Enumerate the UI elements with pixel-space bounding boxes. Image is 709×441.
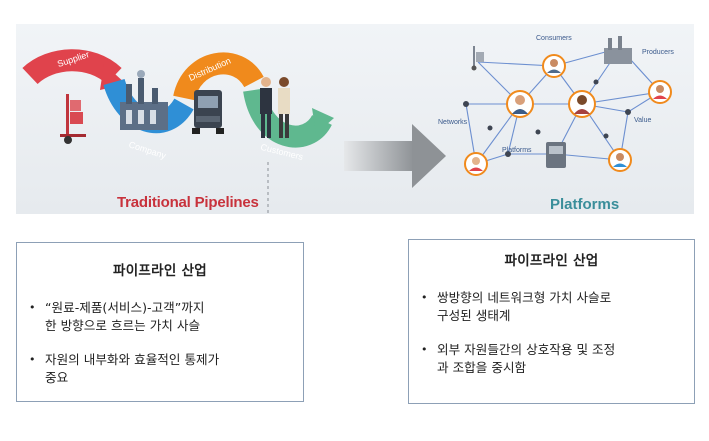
node-label-consumers: Consumers [536,35,572,42]
platform-description-box: 파이프라인 산업 쌍방향의 네트워크형 가치 사슬로 구성된 생태계 외부 자원… [408,239,695,404]
person-avatar-icon [648,80,672,104]
pipeline-bullet-list: “원료-제품(서비스)-고객”까지 한 방향으로 흐르는 가치 사슬 자원의 내… [17,299,303,387]
node-label-networks: Networks [438,119,468,126]
list-item: “원료-제품(서비스)-고객”까지 한 방향으로 흐르는 가치 사슬 [17,299,303,335]
distribution-arc [173,52,264,102]
truck-icon [546,142,566,168]
person-avatar-icon [542,54,566,78]
platform-box-title: 파이프라인 산업 [504,253,599,269]
person-avatar-icon [568,90,596,118]
list-item: 자원의 내부화와 효율적인 통제가 중요 [17,351,303,387]
person-avatar-icon [608,148,632,172]
person-avatar-icon [464,152,488,176]
person-avatar-icon [506,90,534,118]
pipeline-description-box: 파이프라인 산업 “원료-제품(서비스)-고객”까지 한 방향으로 흐르는 가치… [16,242,304,402]
list-item: 쌍방향의 네트워크형 가치 사슬로 구성된 생태계 [409,289,694,325]
factory-icon [604,36,632,64]
hand-truck-icon [471,46,484,71]
illustration-canvas: Supplier Company Distribution Customers [22,35,674,214]
factory-icon [120,70,168,130]
node-label-producers: Producers [642,49,674,56]
pipeline-vs-platform-illustration: Supplier Company Distribution Customers [16,24,694,214]
truck-icon [192,90,224,134]
pipeline-box-title: 파이프라인 산업 [112,263,208,279]
stage-label-company: Company [128,139,168,161]
platform-bullet-list: 쌍방향의 네트워크형 가치 사슬로 구성된 생태계 외부 자원들간의 상호작용 … [409,289,694,377]
customers-arrowhead [312,108,334,134]
pipeline-caption: Traditional Pipelines [117,194,259,211]
hand-truck-icon [60,94,86,144]
list-item: 외부 자원들간의 상호작용 및 조정 과 조합을 중시함 [409,341,694,377]
people-icon [260,77,290,138]
node-label-value: Value [634,117,651,124]
platform-caption: Platforms [550,196,620,213]
transition-arrow [344,124,446,188]
node-label-platforms: Platforms [502,147,532,154]
